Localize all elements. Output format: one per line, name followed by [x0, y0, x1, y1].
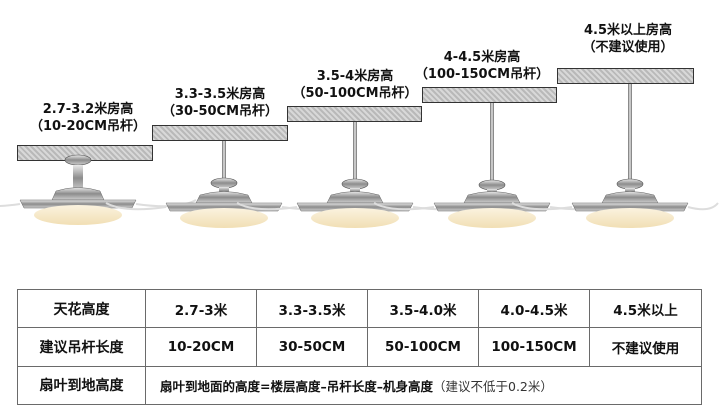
fan-body-1 [0, 154, 197, 225]
table-cell: 3.5-4.0米 [367, 288, 479, 329]
table-cell: 10-20CM [145, 327, 257, 367]
formula-cell: 扇叶到地面的高度=楼层高度–吊杆长度–机身高度（建议不低于0.2米） [145, 365, 702, 406]
fan-label-room-height: 3.3-3.5米房高 [174, 87, 266, 102]
row-header-blade-to-floor: 扇叶到地高度 [17, 365, 146, 406]
ceiling-plate-3 [287, 106, 422, 122]
ceiling-plate-2 [152, 125, 288, 141]
table-row: 建议吊杆长度 10-20CM 30-50CM 50-100CM 100-150C… [17, 327, 702, 367]
table-cell: 4.5米以上 [589, 288, 702, 329]
downrod-4 [490, 103, 494, 185]
fan-label-rod-length: （10-20CM吊杆） [29, 119, 147, 134]
fan-label-rod-length: （50-100CM吊杆） [292, 86, 418, 101]
fan-label-room-height: 4-4.5米房高 [443, 50, 521, 65]
fan-label-1: 2.7-3.2米房高 （10-20CM吊杆） [18, 101, 158, 135]
fan-label-room-height: 4.5米以上房高 [583, 23, 673, 38]
downrod-5 [628, 84, 632, 184]
table-cell: 100-150CM [478, 327, 590, 367]
table-row: 天花高度 2.7-3米 3.3-3.5米 3.5-4.0米 4.0-4.5米 4… [17, 288, 702, 329]
fan-label-room-height: 3.5-4米房高 [316, 69, 394, 84]
fan-label-rod-length: （30-50CM吊杆） [161, 104, 279, 119]
table-cell: 3.3-3.5米 [256, 288, 368, 329]
fan-label-4: 4-4.5米房高 （100-150CM吊杆） [412, 49, 552, 83]
fan-bodies [0, 154, 719, 228]
ceiling-plate-4 [422, 87, 557, 103]
spec-table: 天花高度 2.7-3米 3.3-3.5米 3.5-4.0米 4.0-4.5米 4… [17, 288, 702, 406]
fan-label-3: 3.5-4米房高 （50-100CM吊杆） [290, 68, 420, 102]
downrod-3 [353, 122, 357, 184]
fan-label-2: 3.3-3.5米房高 （30-50CM吊杆） [155, 86, 285, 120]
table-cell: 不建议使用 [589, 327, 702, 367]
fan-body-3 [236, 178, 474, 228]
downrod-2 [222, 141, 226, 183]
formula-hint: （建议不低于0.2米） [432, 378, 553, 394]
fan-label-rod-length: （100-150CM吊杆） [414, 67, 550, 82]
table-cell: 50-100CM [367, 327, 479, 367]
fan-height-illustration: 2.7-3.2米房高 （10-20CM吊杆） 3.3-3.5米房高 （30-50… [0, 22, 719, 228]
fan-body-5 [511, 178, 719, 228]
row-header-ceiling-height: 天花高度 [17, 288, 146, 329]
row-header-rod-length: 建议吊杆长度 [17, 327, 146, 367]
table-row: 扇叶到地高度 扇叶到地面的高度=楼层高度–吊杆长度–机身高度（建议不低于0.2米… [17, 365, 702, 406]
table-cell: 4.0-4.5米 [478, 288, 590, 329]
table-cell: 30-50CM [256, 327, 368, 367]
ceiling-plate-5 [557, 68, 694, 84]
formula-text: 扇叶到地面的高度=楼层高度–吊杆长度–机身高度 [160, 378, 433, 394]
table-cell: 2.7-3米 [145, 288, 257, 329]
fan-label-5: 4.5米以上房高 （不建议使用） [563, 22, 693, 56]
fan-label-rod-length: （不建议使用） [582, 40, 674, 55]
fan-label-room-height: 2.7-3.2米房高 [42, 102, 134, 117]
